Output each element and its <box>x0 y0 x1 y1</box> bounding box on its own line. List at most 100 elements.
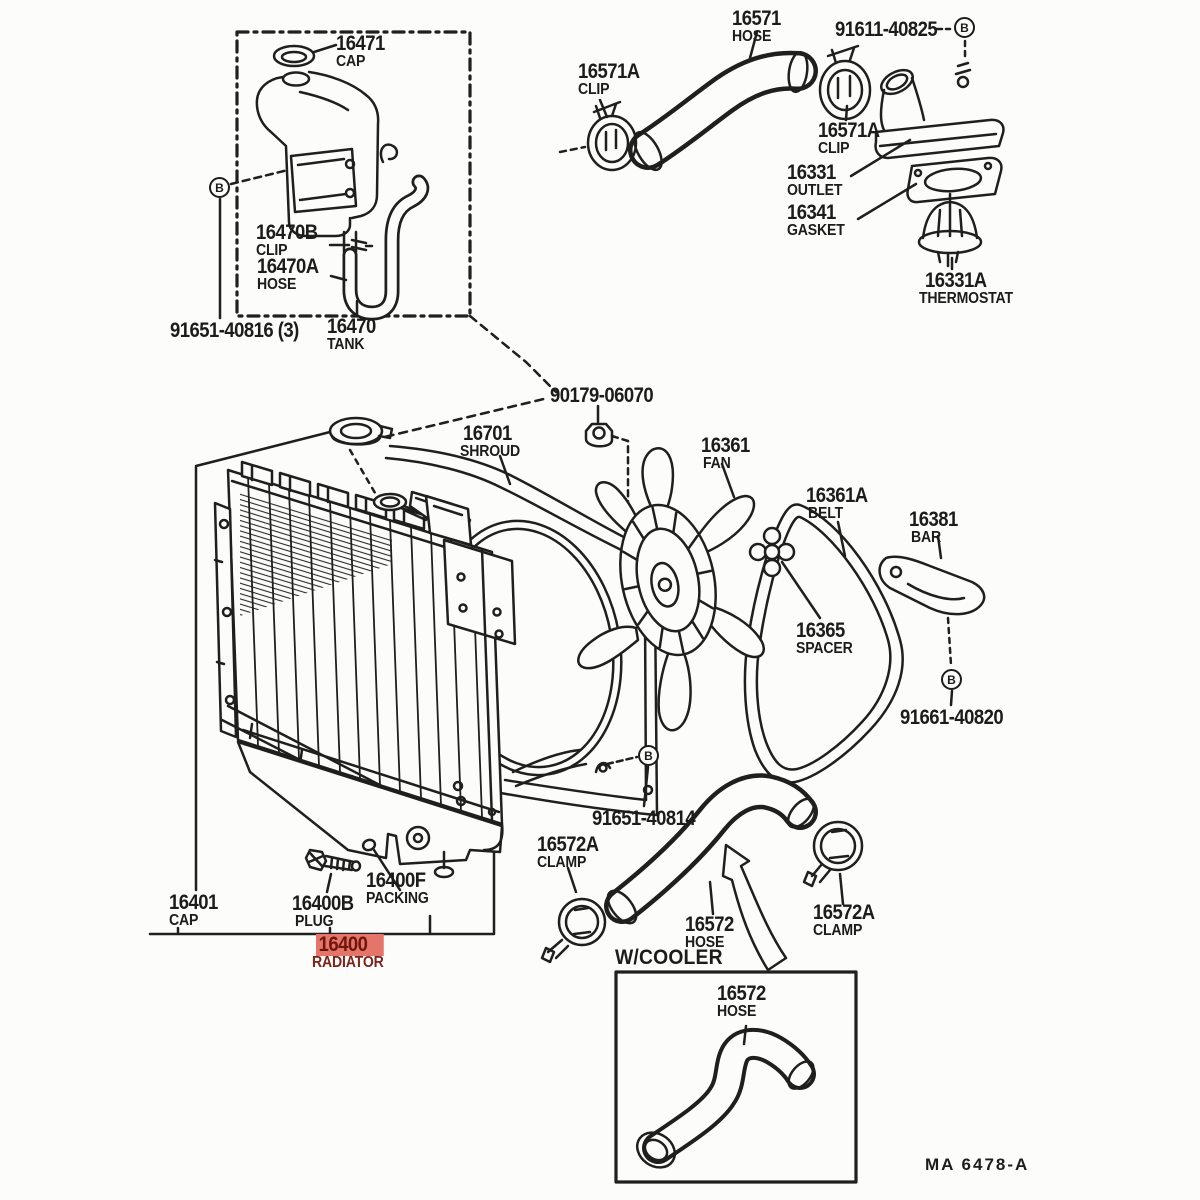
part-name: BELT <box>808 505 844 523</box>
part-name: CAP <box>336 53 366 71</box>
part-number[interactable]: 90179-06070 <box>550 384 654 407</box>
bolt-b-icon: B <box>209 177 230 198</box>
part-name: HOSE <box>732 28 772 46</box>
label-16572-hose-inset: 16572 HOSE <box>717 982 772 1021</box>
part-name: THERMOSTAT <box>919 290 1013 308</box>
tank-dashed-box <box>235 30 472 318</box>
lower-hose-assembly <box>540 773 864 972</box>
part-number[interactable]: 16471 <box>336 32 385 55</box>
variant-note: W/COOLER <box>615 946 723 969</box>
part-name: TANK <box>327 336 365 354</box>
spacer-16365-icon <box>748 526 796 578</box>
label-91661-40820: 91661-40820 <box>900 706 1017 729</box>
bolt-b-icon: B <box>954 17 975 38</box>
part-number[interactable]: 91611-40825 <box>835 18 938 41</box>
label-91651-40816: 91651-40816 (3) <box>170 319 316 342</box>
label-91651-40814: 91651-40814 <box>592 807 709 830</box>
label-16572-hose: 16572 HOSE <box>685 913 740 952</box>
label-16401-cap: 16401 CAP <box>169 891 224 930</box>
label-91611-40825: 91611-40825 <box>835 18 951 41</box>
variant-arrow <box>721 843 788 972</box>
part-number[interactable]: 16361 <box>701 434 750 457</box>
bar-16381-icon <box>878 534 986 707</box>
part-number[interactable]: 16572A <box>813 901 875 924</box>
part-name: HOSE <box>685 934 725 952</box>
part-number[interactable]: 16572A <box>537 833 599 856</box>
bolt-letter: B <box>215 180 224 195</box>
bolt-b-icon: B <box>941 669 962 690</box>
part-number[interactable]: 16400F <box>366 869 426 892</box>
part-number[interactable]: 16470B <box>256 221 318 244</box>
fan-16361-icon <box>577 447 822 732</box>
part-number[interactable]: 16361A <box>806 484 868 507</box>
label-16381-bar: 16381 BAR <box>909 508 964 547</box>
part-name: PACKING <box>366 890 429 908</box>
part-name: SPACER <box>796 640 853 658</box>
part-number[interactable]: 16400B <box>292 892 354 915</box>
clamp-16572a-left-icon <box>557 897 607 947</box>
label-16572a-clamp-right: 16572A CLAMP <box>813 901 883 940</box>
label-16400f-packing: 16400F PACKING <box>366 869 437 908</box>
part-number[interactable]: 16571A <box>818 119 880 142</box>
label-16470a-hose: 16470A HOSE <box>257 255 327 294</box>
part-number[interactable]: 16331 <box>787 161 836 184</box>
part-name: HOSE <box>717 1003 757 1021</box>
label-16400b-plug: 16400B PLUG <box>292 892 362 931</box>
part-number-highlighted[interactable]: 16400 <box>316 933 385 957</box>
part-name: CLIP <box>256 242 288 260</box>
label-16331a-thermostat: 16331A THERMOSTAT <box>919 269 1026 308</box>
wcooler-inset <box>614 970 858 1184</box>
part-name: CLAMP <box>537 854 587 872</box>
part-number[interactable]: 91661-40820 <box>900 706 1004 729</box>
part-number[interactable]: 91651-40814 <box>592 807 696 830</box>
part-name: PLUG <box>295 913 334 931</box>
part-number[interactable]: 16571 <box>732 7 781 30</box>
label-16365-spacer: 16365 SPACER <box>796 619 860 658</box>
part-name: CLIP <box>578 81 610 99</box>
part-number[interactable]: 16401 <box>169 891 218 914</box>
part-number[interactable]: 16341 <box>787 201 836 224</box>
nut-90179-icon <box>584 422 614 448</box>
packing-16400f-icon <box>361 838 377 852</box>
label-16470-tank: 16470 TANK <box>327 315 382 354</box>
label-16470b-clip: 16470B CLIP <box>256 221 326 260</box>
part-name: FAN <box>703 455 731 473</box>
label-16331-outlet: 16331 OUTLET <box>787 161 850 200</box>
clamp-16572a-right-icon <box>812 820 864 872</box>
part-number[interactable]: 16381 <box>909 508 958 531</box>
bolt-letter: B <box>644 748 653 763</box>
part-number[interactable]: 16470 <box>327 315 376 338</box>
part-number[interactable]: 16701 <box>463 422 512 445</box>
bottom-tank <box>236 740 504 866</box>
bolt-letter: B <box>947 672 956 687</box>
part-number[interactable]: 16572 <box>717 982 766 1005</box>
bolt-letter: B <box>960 20 969 35</box>
plug-16400b-icon <box>304 848 328 872</box>
radiator-16400-icon <box>213 416 517 879</box>
part-name: HOSE <box>257 276 297 294</box>
part-number[interactable]: 16331A <box>925 269 987 292</box>
part-name: SHROUD <box>460 443 520 461</box>
bolt-b-icon: B <box>638 745 659 766</box>
hook-detail <box>379 143 399 164</box>
label-16572a-clamp-left: 16572A CLAMP <box>537 833 607 872</box>
part-number[interactable]: 91651-40816 (3) <box>170 319 299 342</box>
inset-box <box>614 970 858 1184</box>
clip-16470b-icon <box>350 238 374 252</box>
label-16361a-belt: 16361A BELT <box>806 484 876 523</box>
part-name: CLIP <box>818 140 850 158</box>
part-name: GASKET <box>787 222 845 240</box>
part-number[interactable]: 16572 <box>685 913 734 936</box>
part-name: CLAMP <box>813 922 863 940</box>
label-16400-radiator-highlighted: 16400 RADIATOR <box>312 933 393 972</box>
reserve-tank-illustration <box>218 30 472 321</box>
corner-bracket <box>442 538 517 646</box>
part-name: RADIATOR <box>312 954 384 972</box>
part-number[interactable]: 16365 <box>796 619 845 642</box>
part-number[interactable]: 16470A <box>257 255 319 278</box>
part-name: CAP <box>169 912 199 930</box>
upper-hose-assembly <box>558 27 1005 271</box>
part-number[interactable]: 16571A <box>578 60 640 83</box>
